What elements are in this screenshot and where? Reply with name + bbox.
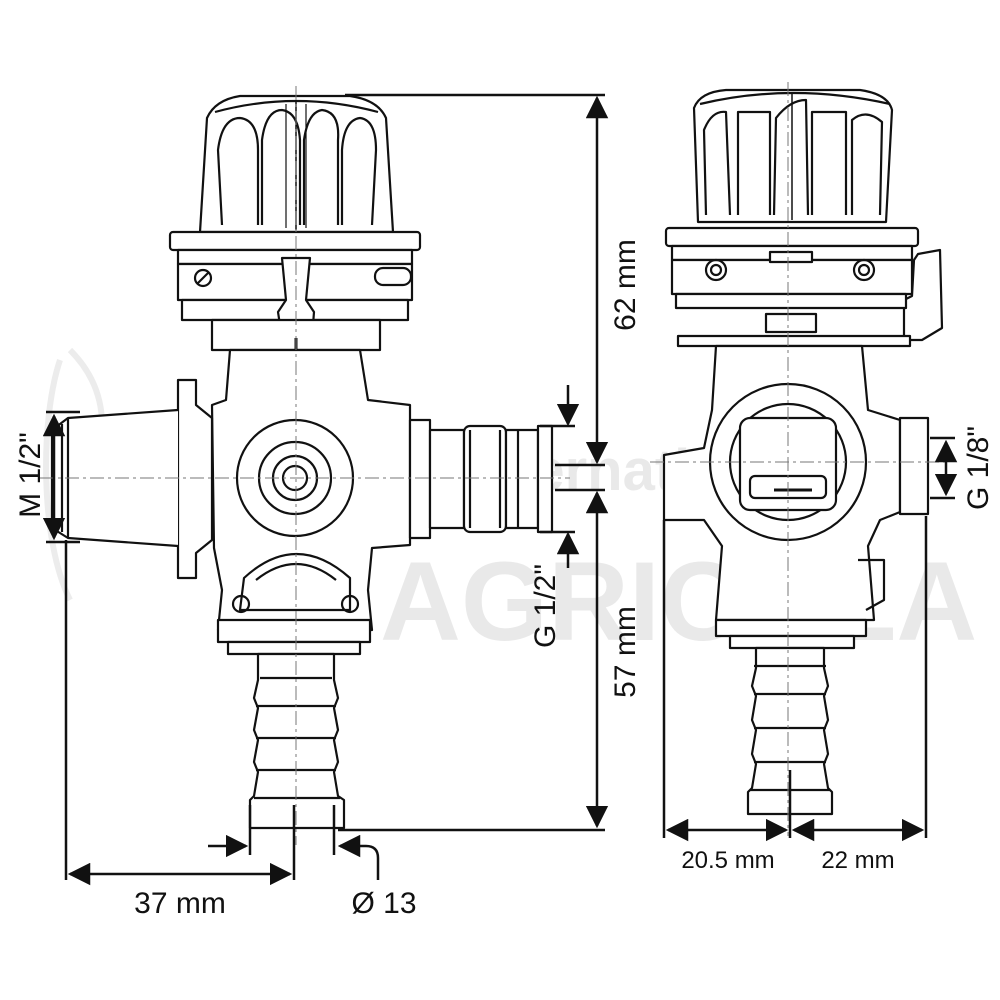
- side-regulator-knob: [692, 88, 894, 224]
- side-view: [650, 82, 950, 836]
- dimension-labels: 62 mm 57 mm M 1/2" G 1/2" G 1/8" 37 mm Ø…: [14, 239, 995, 920]
- watermark-line2: AGRICOLA: [380, 539, 977, 664]
- dim-offset-side-left: 20.5 mm: [681, 847, 774, 874]
- dim-height-lower: 57 mm: [609, 606, 642, 698]
- dim-thread-gauge: G 1/8": [962, 426, 995, 510]
- side-bonnet: [664, 226, 944, 348]
- front-view: [40, 86, 570, 845]
- dim-offset-side-right: 22 mm: [821, 847, 894, 874]
- dim-thread-outlet: G 1/2": [529, 564, 562, 648]
- dim-height-upper: 62 mm: [609, 239, 642, 331]
- dim-thread-inlet: M 1/2": [14, 432, 47, 518]
- dim-hose-diameter: Ø 13: [351, 887, 416, 920]
- front-hose-barb: [248, 652, 346, 830]
- front-bonnet: [168, 230, 422, 415]
- front-outlet-right: [408, 418, 554, 540]
- dim-offset-front: 37 mm: [134, 887, 226, 920]
- side-hose-barb: [746, 646, 834, 816]
- front-inlet-left: [50, 378, 214, 580]
- dimension-lines: [42, 93, 958, 886]
